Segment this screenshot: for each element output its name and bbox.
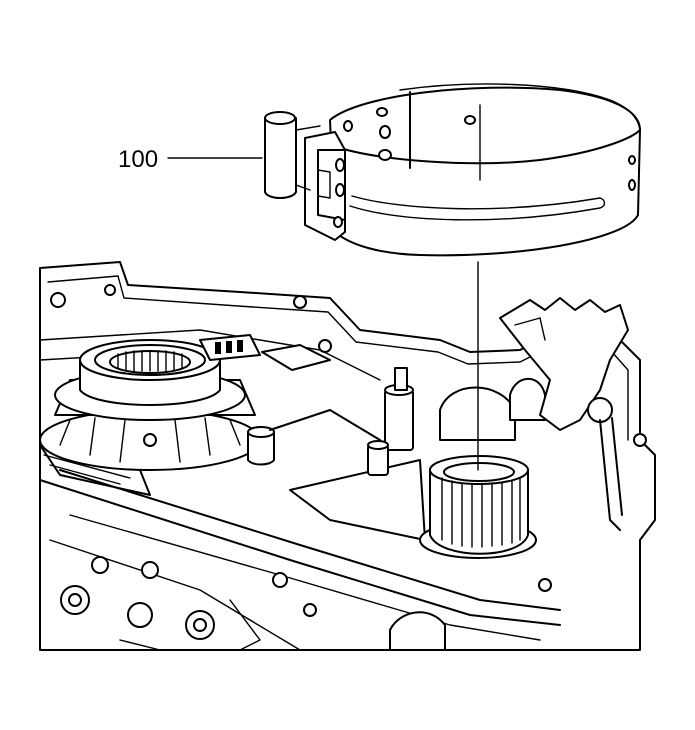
case-center-details: [199, 334, 546, 541]
servo-hub: [419, 455, 537, 559]
detent-lever: [499, 297, 629, 531]
front-bearing-assembly: [39, 339, 275, 471]
callout-100-label: 100: [118, 146, 158, 173]
alignment-line: [477, 104, 481, 471]
callout-100: 100: [118, 146, 263, 173]
brake-band: [264, 83, 641, 257]
